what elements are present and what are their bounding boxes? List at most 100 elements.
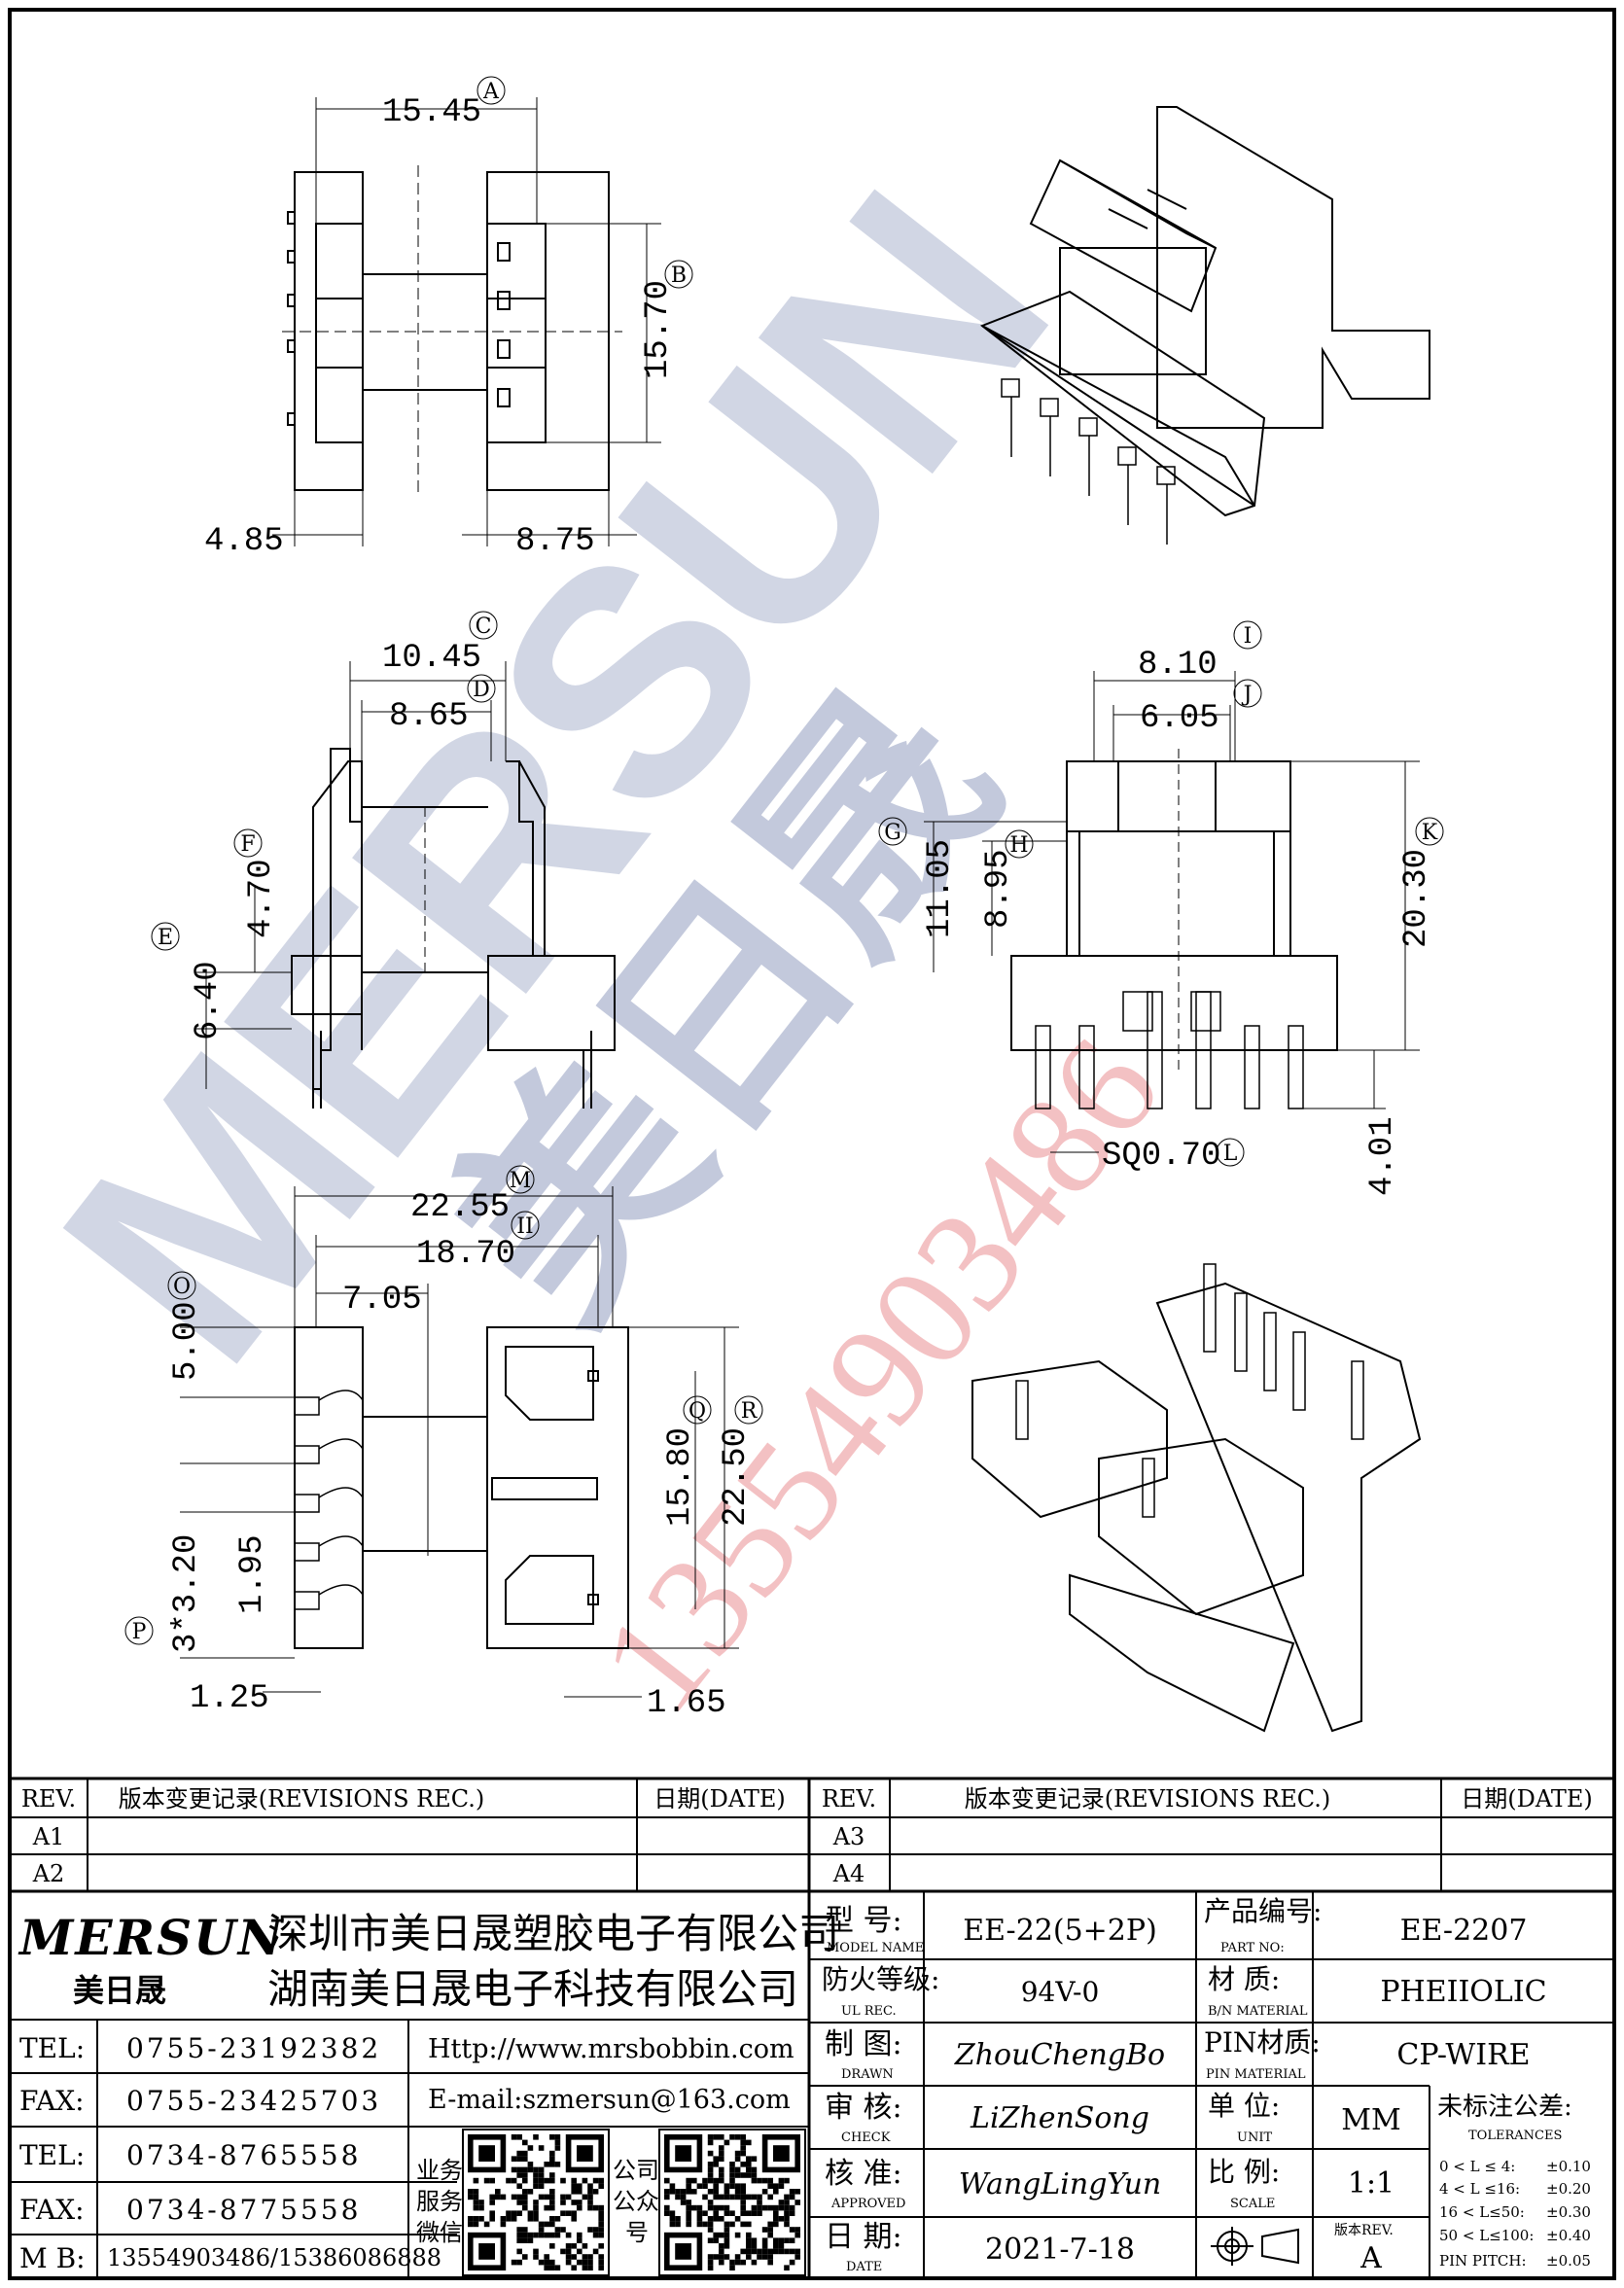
material-value: PHEIIOLIC [1380, 1975, 1546, 2009]
qr-code-wechat [462, 2129, 610, 2276]
qr2-label-2: 公众 [613, 2188, 659, 2215]
rev-left-row-a2: A2 [32, 1860, 65, 1887]
contact-label-tel-1: TEL: [19, 2032, 85, 2064]
date-value: 2021-7-18 [985, 2233, 1135, 2267]
svg-text:C: C [476, 615, 492, 639]
tol-val-3: ±0.30 [1546, 2203, 1591, 2221]
model-value: EE-22(5+2P) [963, 1914, 1157, 1948]
callout-C: C [469, 611, 498, 640]
callout-B: B [664, 260, 693, 289]
dim-t: 1.95 [234, 1534, 271, 1614]
rev-right-row-a4: A4 [832, 1860, 865, 1887]
svg-text:G: G [884, 821, 901, 845]
callout-I: I [1233, 620, 1262, 650]
tol-range-2: 4 < L ≤16: [1439, 2180, 1520, 2198]
scale-value: 1:1 [1348, 2166, 1395, 2200]
rev-right-head-rec: 版本变更记录(REVISIONS REC.) [965, 1785, 1331, 1813]
company-name-2: 湖南美日晟电子科技有限公司 [267, 1965, 798, 2013]
svg-text:B: B [671, 264, 687, 288]
dim-r: 5.00 [168, 1301, 205, 1381]
svg-text:M: M [510, 1169, 532, 1193]
dim-x: 1.65 [647, 1685, 726, 1722]
svg-text:D: D [473, 678, 490, 702]
company-name-1: 深圳市美日晟塑胶电子有限公司 [267, 1910, 839, 1957]
dim-a: 15.45 [382, 94, 481, 131]
qr1-label-1: 业务 [416, 2157, 463, 2184]
dim-c2: 8.75 [515, 523, 595, 560]
contact-value-tel-1: 0755-23192382 [126, 2032, 381, 2064]
qr-code-official [658, 2129, 806, 2276]
svg-text:H: H [1009, 833, 1028, 858]
tol-range-1: 0 < L ≤ 4: [1439, 2158, 1515, 2175]
unit-label-en: UNIT [1237, 2130, 1272, 2145]
svg-text:I: I [1244, 624, 1253, 649]
isometric-view-top [979, 106, 1430, 545]
check-label-en: CHECK [841, 2130, 891, 2145]
scale-label: 比 例: [1208, 2156, 1280, 2188]
dim-s: 3*3.20 [168, 1534, 205, 1653]
rev-right-head-date: 日期(DATE) [1461, 1785, 1593, 1813]
qr1-label-3: 微信 [416, 2219, 463, 2246]
callout-Q: Q [683, 1395, 712, 1425]
rev-right-head-rev: REV. [822, 1785, 876, 1813]
part-value: EE-2207 [1400, 1914, 1528, 1948]
qr2-label-1: 公司 [613, 2157, 659, 2184]
callout-J: J [1233, 679, 1262, 708]
drawing-border [8, 8, 1616, 2280]
dim-i: 6.05 [1140, 700, 1219, 737]
tol-val-4: ±0.40 [1546, 2227, 1591, 2244]
svg-text:F: F [240, 832, 255, 857]
svg-text:L: L [1223, 1142, 1238, 1166]
approved-value: WangLingYun [959, 2167, 1162, 2201]
version-value: A [1359, 2241, 1382, 2275]
svg-text:Q: Q [688, 1399, 706, 1424]
isometric-view-bottom [971, 1263, 1422, 1733]
callout-R: R [734, 1395, 763, 1425]
dim-e: 8.65 [389, 698, 469, 735]
callout-M: M [506, 1165, 535, 1194]
pin-label: PIN材质: [1204, 2026, 1321, 2059]
dim-f: 4.70 [243, 859, 280, 938]
material-label: 材 质: [1208, 1963, 1280, 1995]
drawn-value: ZhouChengBo [954, 2038, 1165, 2072]
view-top [272, 97, 661, 546]
dim-d: 10.45 [382, 640, 481, 677]
contact-value-fax-1: 0755-23425703 [126, 2085, 381, 2117]
date-label-en: DATE [846, 2260, 882, 2274]
tol-label: 未标注公差: [1437, 2093, 1572, 2122]
callout-F: F [233, 828, 263, 858]
callout-E: E [151, 922, 180, 951]
model-label-en: MODEL NAME [827, 1941, 924, 1955]
callouts: A B C D E F G H I J K L M II O P Q R [124, 76, 1444, 1645]
ul-label: 防火等级: [822, 1963, 939, 1995]
projection-symbol-icon [1211, 2227, 1299, 2266]
dim-l: 20.30 [1398, 849, 1435, 948]
svg-text:K: K [1422, 821, 1438, 845]
material-label-en: B/N MATERIAL [1208, 2004, 1308, 2019]
view-front [194, 661, 616, 1109]
svg-text:II: II [516, 1214, 533, 1239]
tol-range-4: 50 < L≤100: [1439, 2227, 1534, 2244]
qr1-label-2: 服务 [416, 2188, 463, 2215]
svg-text:J: J [1242, 683, 1253, 707]
callout-P: P [124, 1616, 154, 1645]
unit-label: 单 位: [1208, 2090, 1280, 2122]
rev-left-head-rec: 版本变更记录(REVISIONS REC.) [119, 1785, 485, 1813]
dim-q: 7.05 [342, 1282, 422, 1319]
check-label: 审 核: [825, 2091, 902, 2125]
part-label-en: PART NO: [1220, 1941, 1285, 1955]
drawn-label: 制 图: [825, 2027, 902, 2061]
dim-c1: 4.85 [204, 523, 284, 560]
svg-text:E: E [158, 926, 173, 950]
dim-o: 22.55 [410, 1189, 510, 1226]
approved-label-en: APPROVED [830, 2197, 905, 2211]
scale-label-en: SCALE [1230, 2197, 1275, 2211]
email: E-mail:szmersun@163.com [428, 2085, 791, 2115]
dim-p: 18.70 [416, 1236, 515, 1273]
dim-n: 4.01 [1364, 1116, 1401, 1196]
ul-value: 94V-0 [1021, 1976, 1100, 2008]
svg-text:O: O [173, 1275, 191, 1299]
approved-label: 核 准: [825, 2157, 902, 2191]
callout-K: K [1415, 817, 1444, 846]
dim-g: 6.40 [190, 961, 227, 1040]
